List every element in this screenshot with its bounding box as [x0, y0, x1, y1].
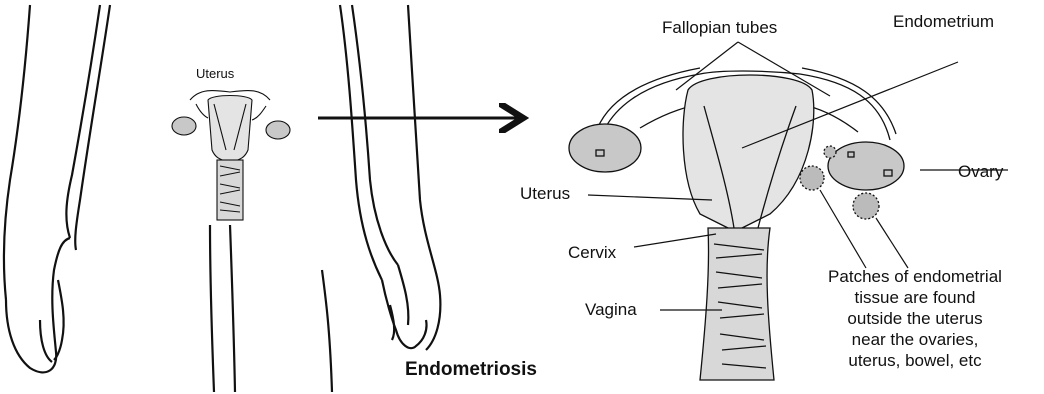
right-ovary: [828, 142, 904, 190]
ovary-label: Ovary: [958, 162, 1003, 182]
note-line: Patches of endometrial: [800, 266, 1030, 287]
endometriosis-note: Patches of endometrial tissue are found …: [800, 266, 1030, 371]
left-ovary: [569, 124, 641, 172]
cervix-label: Cervix: [568, 243, 616, 263]
note-line: tissue are found: [800, 287, 1030, 308]
note-line: uterus, bowel, etc: [800, 350, 1030, 371]
note-line: outside the uterus: [800, 308, 1030, 329]
note-line: near the ovaries,: [800, 329, 1030, 350]
uterus-label: Uterus: [520, 184, 570, 204]
small-uterus-label: Uterus: [196, 64, 234, 84]
diagram-title: Endometriosis: [405, 360, 537, 380]
small-uterus: [172, 90, 290, 220]
vagina-label: Vagina: [585, 300, 637, 320]
endometrium-label: Endometrium: [893, 12, 994, 32]
fallopian-tubes-label: Fallopian tubes: [662, 18, 777, 38]
